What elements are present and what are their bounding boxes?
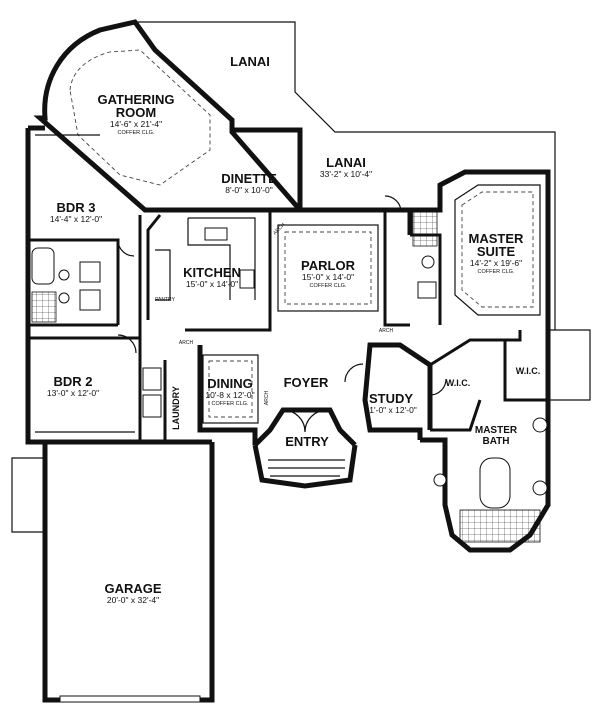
gathering-room-name-line1: GATHERING	[97, 92, 174, 107]
laundry-name: LAUNDRY	[171, 386, 181, 430]
dryer-icon	[142, 394, 162, 418]
gathering-room-note: COFFER CLG.	[118, 130, 155, 136]
lanai-mid-name: LANAI	[326, 155, 366, 170]
bdr2-dims: 13'-0" x 12'-0"	[47, 388, 99, 398]
master-suite-name-line1: MASTER	[469, 231, 525, 246]
bdr3-name: BDR 3	[56, 200, 95, 215]
gathering-room-name-line2: ROOM	[116, 105, 156, 120]
study-name: STUDY	[369, 391, 413, 406]
arch-label-kitchen: ARCH	[179, 340, 194, 346]
dining-dims: 10'-8 x 12'-0"	[205, 390, 254, 400]
arch-label-parlor: ARCH	[379, 328, 394, 334]
gathering-room-dims: 14'-6" x 21'-4"	[110, 119, 162, 129]
toilet-icon	[433, 473, 447, 487]
wic2-name: W.I.C.	[516, 366, 541, 376]
master-suite-name-line2: SUITE	[477, 244, 516, 259]
kitchen-dims: 15'-0" x 14'-0"	[186, 279, 238, 289]
bathtub-icon	[479, 457, 511, 509]
dinette-dims: 8'-0" x 10'-0"	[225, 185, 273, 195]
arch-label-dinette: ARCH	[272, 222, 287, 237]
wic1-name: W.I.C.	[446, 378, 471, 388]
toilet-icon	[58, 292, 70, 304]
dining-note: COFFER CLG.	[212, 401, 249, 407]
dinette-name: DINETTE	[221, 171, 277, 186]
room-labels: LANAI GATHERING ROOM 14'-6" x 21'-4" COF…	[47, 54, 540, 605]
pantry-name: PANTRY	[155, 297, 175, 303]
exterior-walls	[11, 19, 591, 703]
kitchen-sink-icon	[204, 227, 228, 241]
study-dims: 11'-0" x 12'-0"	[365, 405, 417, 415]
lanai-top-name: LANAI	[230, 54, 270, 69]
sink-icon	[79, 289, 101, 311]
foyer-name: FOYER	[284, 375, 329, 390]
bath-tile	[459, 509, 541, 543]
sink-icon	[417, 281, 437, 299]
washer-icon	[142, 367, 162, 391]
entry-name: ENTRY	[285, 434, 329, 449]
arch-label-foyer: ARCH	[264, 391, 270, 406]
cooktop-icon	[239, 269, 255, 289]
toilet-icon	[421, 255, 435, 269]
sink-icon	[79, 261, 101, 283]
sink-icon	[532, 480, 548, 496]
bdr3-dims: 14'-4" x 12'-0"	[50, 214, 102, 224]
lanai-mid-dims: 33'-2" x 10'-4"	[320, 169, 372, 179]
sink-icon	[532, 417, 548, 433]
shower-tile	[31, 291, 57, 323]
interior-walls	[28, 212, 548, 442]
parlor-note: COFFER CLG.	[310, 283, 347, 289]
garage-dims: 20'-0" x 32'-4"	[107, 595, 159, 605]
bathtub-icon	[31, 247, 55, 285]
fixtures	[31, 134, 548, 703]
parlor-dims: 15'-0" x 14'-0"	[302, 272, 354, 282]
master-bath-name-line1: MASTER	[475, 425, 518, 436]
toilet-icon	[58, 269, 70, 281]
kitchen-name: KITCHEN	[183, 265, 241, 280]
bdr2-name: BDR 2	[53, 374, 92, 389]
coffer-ceilings	[69, 49, 541, 424]
garage-door-icon	[59, 695, 201, 703]
master-bath-name-line2: BATH	[482, 436, 509, 447]
shower-tile	[412, 211, 438, 247]
garage-name: GARAGE	[104, 581, 161, 596]
master-suite-dims: 14'-2" x 19'-6"	[470, 258, 522, 268]
master-suite-note: COFFER CLG.	[478, 269, 515, 275]
parlor-name: PARLOR	[301, 258, 356, 273]
dining-name: DINING	[207, 376, 253, 391]
